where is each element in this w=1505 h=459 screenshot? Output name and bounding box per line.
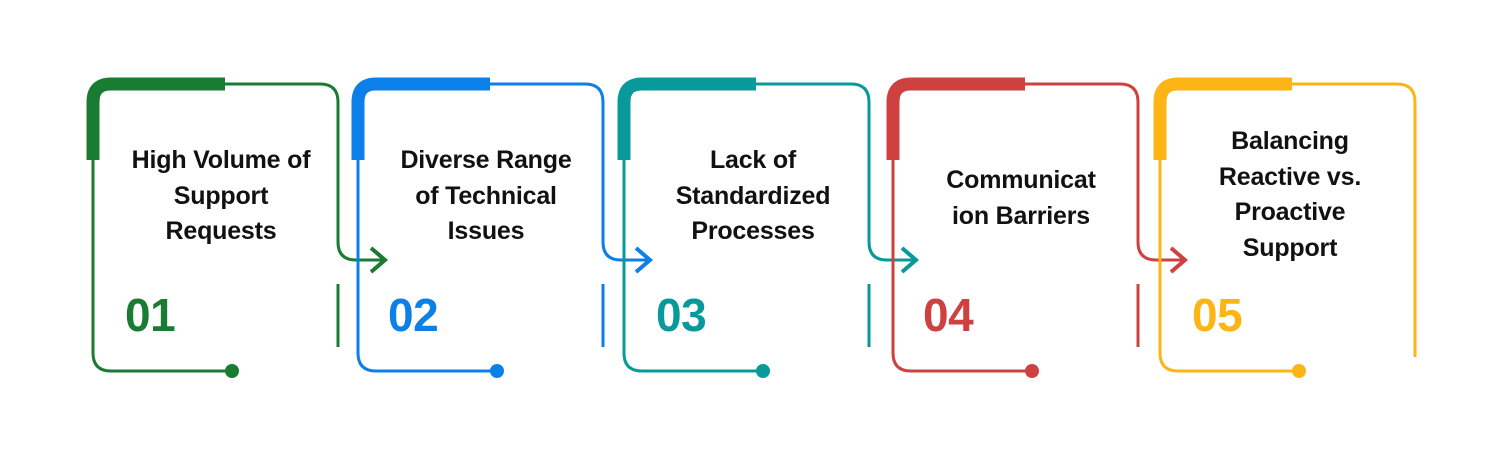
bracket-frame-teal [617,77,920,378]
step-title-04: Communicat ion Barriers [946,166,1096,230]
connector-arrow-green [336,168,384,262]
frame-accent-corner [617,77,756,160]
connector-arrow-teal [867,168,915,262]
endpoint-dot-green [225,364,239,378]
step-card-01[interactable]: High Volume of Support Requests 01 [93,77,338,377]
arrow-head-icon [634,246,654,274]
step-title-05: Balancing Reactive vs. Proactive Support [1218,127,1362,262]
step-number-02: 02 [388,289,439,341]
step-card-04[interactable]: Communicat ion Barriers 04 [893,77,1138,377]
step-card-03[interactable]: Lack of Standardized Processes 03 [624,77,869,377]
step-title-02: Diverse Range of Technical Issues [400,146,572,245]
frame-accent-corner [886,77,1025,160]
endpoint-dot-teal [756,364,770,378]
arrow-head-icon [900,246,920,274]
step-number-04: 04 [923,289,974,341]
step-card-05[interactable]: Balancing Reactive vs. Proactive Support… [1160,77,1415,377]
endpoint-dot-red [1025,364,1039,378]
step-card-02[interactable]: Diverse Range of Technical Issues 02 [358,77,603,377]
bracket-frame-red [886,77,1189,378]
bracket-frame-yellow [1153,77,1417,378]
bracket-frame-blue [351,77,654,378]
frame-bottom-stroke [91,204,231,373]
connector-arrow-blue [601,168,649,262]
step-title-03: Lack of Standardized Processes [675,146,831,245]
connector-arrow-red [1136,168,1184,262]
step-number-05: 05 [1192,289,1243,341]
frame-accent-corner [351,77,490,160]
bracket-frame-green [86,77,389,378]
arrow-head-icon [369,246,389,274]
step-number-03: 03 [656,289,707,341]
endpoint-dot-blue [490,364,504,378]
frame-bottom-stroke [622,204,762,373]
step-number-01: 01 [125,289,176,341]
arrow-head-icon [1169,246,1189,274]
frame-bottom-stroke [891,204,1031,373]
frame-accent-corner [1153,77,1292,160]
frame-bottom-stroke [1158,204,1298,373]
step-title-01: High Volume of Support Requests [131,146,311,245]
frame-bottom-stroke [356,204,496,373]
frame-accent-corner [86,77,225,160]
endpoint-dot-yellow [1292,364,1306,378]
